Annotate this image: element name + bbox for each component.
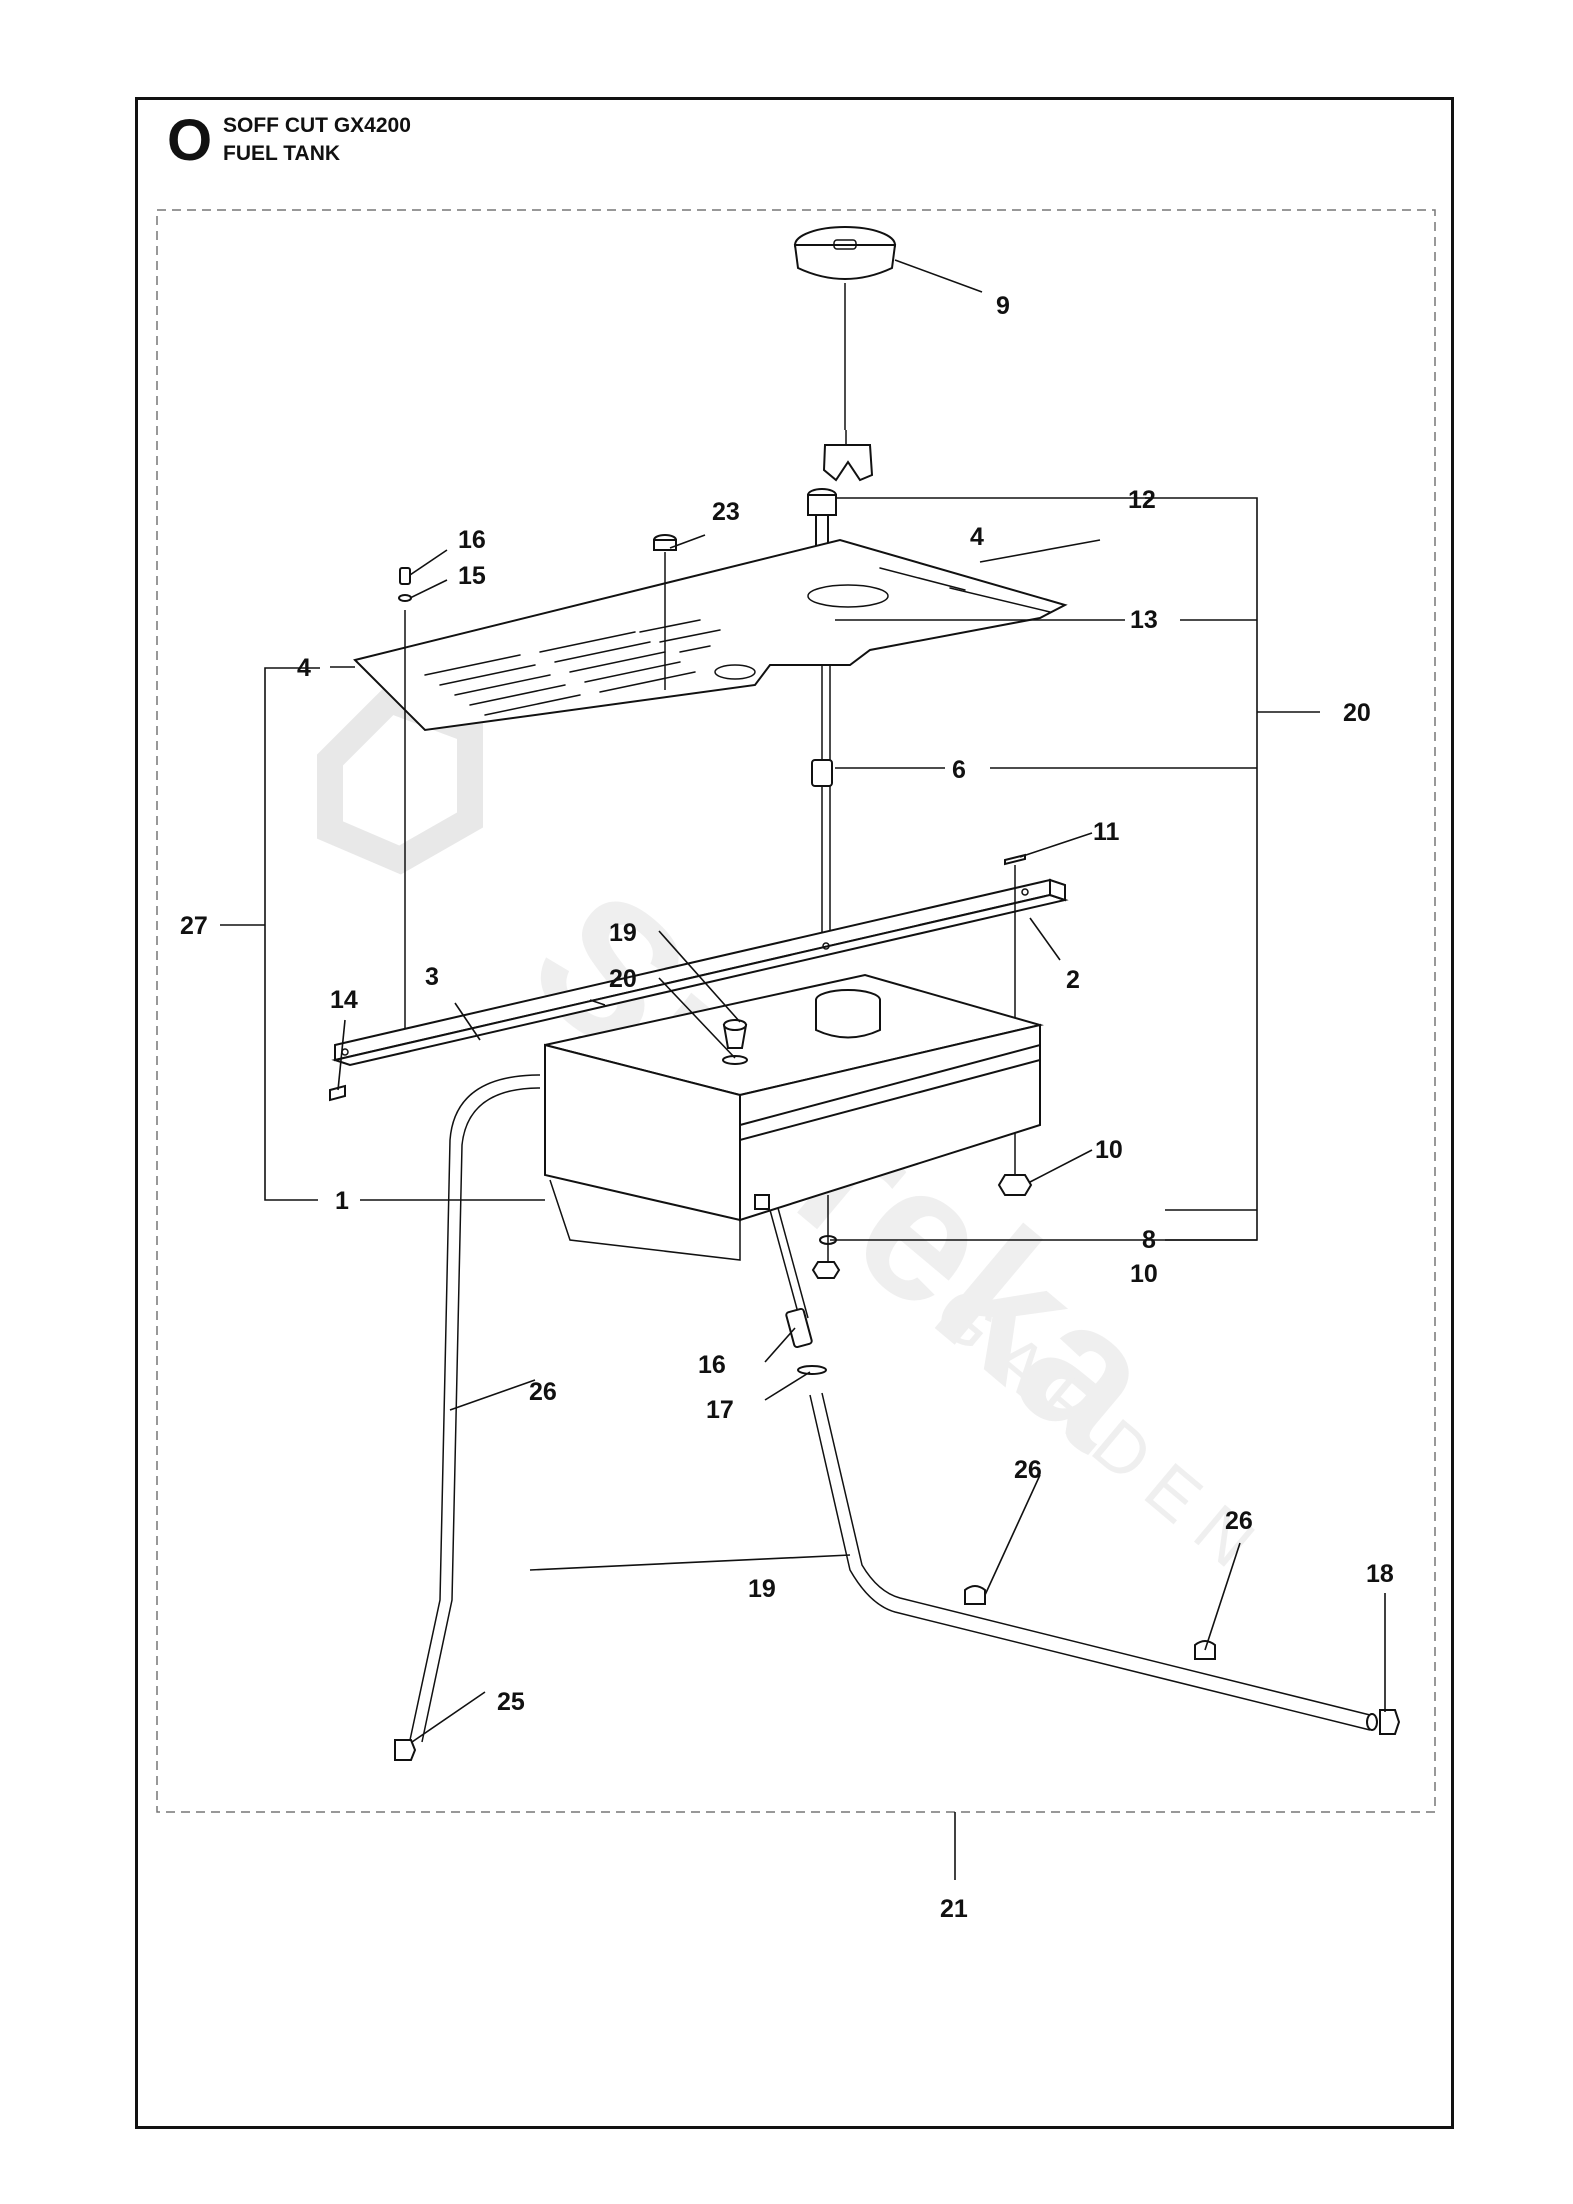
fuel-hose-part — [809, 1392, 1378, 1731]
callout-5: 9 — [996, 292, 1010, 320]
callout-26-left: 26 — [1014, 1456, 1042, 1484]
hose-clamp-part — [964, 1585, 1216, 1660]
callout-17: 19 — [748, 1575, 776, 1603]
callout-26-right: 26 — [1225, 1507, 1253, 1535]
callout-11: 11 — [1093, 818, 1120, 846]
callout-8: 13 — [1130, 606, 1158, 634]
assembly-title: FUEL TANK — [223, 142, 341, 165]
callout-14: 16 — [458, 526, 486, 554]
callout-4-top: 4 — [970, 523, 984, 551]
fuel-tank-part — [544, 973, 1044, 1261]
section-letter: O — [167, 108, 213, 173]
breather-valve-part — [722, 1019, 748, 1065]
callout-23: 23 — [712, 498, 740, 526]
callout-6: 6 — [952, 756, 966, 784]
model-title: SOFF CUT GX4200 — [223, 114, 411, 137]
callout-10-lower: 10 — [1130, 1260, 1158, 1288]
bushing-part — [653, 534, 677, 690]
callout-16-end: 18 — [1366, 1560, 1394, 1588]
mounting-bracket-part — [331, 878, 1069, 1067]
callout-19: 19 — [609, 919, 637, 947]
breather-end-cap-part — [394, 1739, 417, 1761]
callout-15: 16 — [698, 1351, 726, 1379]
callout-20: 20 — [609, 965, 637, 993]
callout-24: 25 — [497, 1688, 525, 1716]
callout-4-left: 4 — [297, 654, 311, 682]
callout-7: 12 — [1128, 486, 1156, 514]
page-frame — [135, 97, 1454, 2129]
callout-10-upper: 10 — [1095, 1136, 1123, 1164]
fuel-cap-part — [793, 226, 897, 430]
breather-tube-part — [409, 1074, 541, 1743]
callout-21: 21 — [940, 1895, 968, 1923]
callout-2: 2 — [1066, 966, 1080, 994]
callout-labels: 9 12 4 23 16 15 13 4 20 6 11 27 19 2 3 2… — [180, 292, 1394, 1923]
fuel-fitting-part — [769, 1207, 827, 1375]
callout-9: 8 — [1142, 1226, 1156, 1254]
callout-13: 15 — [458, 562, 486, 590]
callout-3: 3 — [425, 963, 439, 991]
watermark-logo — [317, 684, 483, 875]
side-screw-part — [329, 1084, 346, 1102]
assembly-boundary — [156, 209, 1436, 1813]
callout-18: 20 — [1343, 699, 1371, 727]
hose-end-cap-part — [1379, 1709, 1401, 1735]
screw-and-washer-part — [398, 567, 412, 1050]
lower-nut-part — [811, 1261, 841, 1279]
float-part — [811, 759, 833, 787]
top-cover-plate-part — [353, 538, 1068, 732]
callout-25: 26 — [529, 1378, 557, 1406]
nut-part — [997, 1174, 1033, 1196]
callout-16-fitting: 17 — [706, 1396, 734, 1424]
fuel-strainer-part — [822, 430, 874, 482]
callout-12: 14 — [330, 986, 358, 1014]
leader-lines — [220, 259, 1386, 1880]
callout-1: 1 — [335, 1187, 349, 1215]
callout-27: 27 — [180, 912, 208, 940]
